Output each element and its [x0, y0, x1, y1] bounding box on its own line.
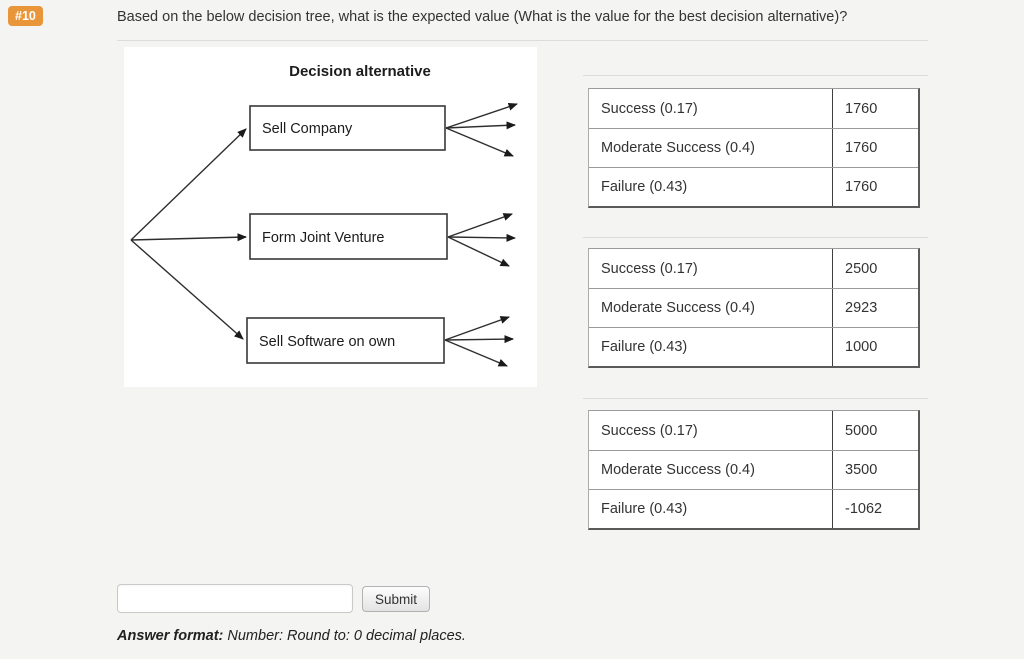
outcome-label-cell: Moderate Success (0.4)	[589, 289, 833, 327]
payoff-table-sell-software: Success (0.17) 5000 Moderate Success (0.…	[588, 410, 920, 530]
submit-button[interactable]: Submit	[362, 586, 431, 612]
outcome-label-cell: Failure (0.43)	[589, 328, 833, 366]
decision-box-label-sell-software: Sell Software on own	[259, 334, 395, 350]
payoff-table-form-joint-venture: Success (0.17) 2500 Moderate Success (0.…	[588, 248, 920, 368]
question-text: Based on the below decision tree, what i…	[117, 9, 848, 25]
payoff-value-cell: 2500	[845, 260, 878, 277]
payoff-value-cell: -1062	[845, 501, 883, 517]
payoff-value-cell: 1000	[845, 339, 878, 355]
table-row: Success (0.17) 5000	[589, 411, 918, 450]
outcome-label-cell: Failure (0.43)	[589, 168, 833, 206]
payoff-value-cell: 3500	[845, 462, 878, 478]
outcome-label-cell: Failure (0.43)	[589, 490, 833, 528]
payoff-value-cell: 5000	[845, 422, 878, 439]
table-row: Moderate Success (0.4) 2923	[589, 288, 918, 327]
root-branch-lines	[130, 128, 247, 340]
table-row: Success (0.17) 2500	[589, 249, 918, 288]
outcome-label-cell: Success (0.17)	[589, 89, 833, 128]
outcome-label-cell: Moderate Success (0.4)	[589, 451, 833, 489]
decision-box-label-sell-company: Sell Company	[262, 121, 353, 137]
answer-format-text: Number: Round to: 0 decimal places.	[223, 628, 466, 644]
decision-tree-svg: Decision alternative Sell Company Form J…	[130, 63, 518, 367]
decision-boxes	[246, 105, 448, 364]
payoff-table-sell-company: Success (0.17) 1760 Moderate Success (0.…	[588, 88, 920, 208]
table-divider-3	[583, 398, 928, 399]
table-row: Failure (0.43) -1062	[589, 489, 918, 528]
table-divider-2	[583, 237, 928, 238]
answer-format: Answer format: Number: Round to: 0 decim…	[117, 628, 466, 644]
table-row: Failure (0.43) 1000	[589, 327, 918, 366]
table-row: Moderate Success (0.4) 3500	[589, 450, 918, 489]
decision-box-sell-company	[249, 105, 446, 151]
outcome-label-cell: Success (0.17)	[589, 411, 833, 450]
decision-box-label-form-joint-venture: Form Joint Venture	[262, 230, 385, 246]
outcome-label-cell: Moderate Success (0.4)	[589, 129, 833, 167]
table-row: Failure (0.43) 1760	[589, 167, 918, 206]
outcome-arrow-lines	[444, 102, 518, 367]
diagram-title: Decision alternative	[289, 63, 431, 80]
answer-input[interactable]	[117, 584, 353, 613]
outcome-label-cell: Success (0.17)	[589, 249, 833, 288]
table-row: Moderate Success (0.4) 1760	[589, 128, 918, 167]
question-divider	[117, 40, 928, 41]
decision-tree-diagram: Decision alternative Sell Company Form J…	[124, 47, 537, 387]
table-row: Success (0.17) 1760	[589, 89, 918, 128]
decision-box-sell-software	[246, 317, 445, 364]
decision-box-form-joint-venture	[249, 213, 448, 260]
payoff-value-cell: 1760	[845, 140, 878, 156]
answer-format-label: Answer format:	[117, 628, 224, 644]
payoff-value-cell: 1760	[845, 100, 878, 117]
table-divider-1	[583, 75, 928, 76]
payoff-value-cell: 2923	[845, 300, 878, 316]
question-number-badge: #10	[8, 6, 43, 26]
payoff-value-cell: 1760	[845, 179, 878, 195]
